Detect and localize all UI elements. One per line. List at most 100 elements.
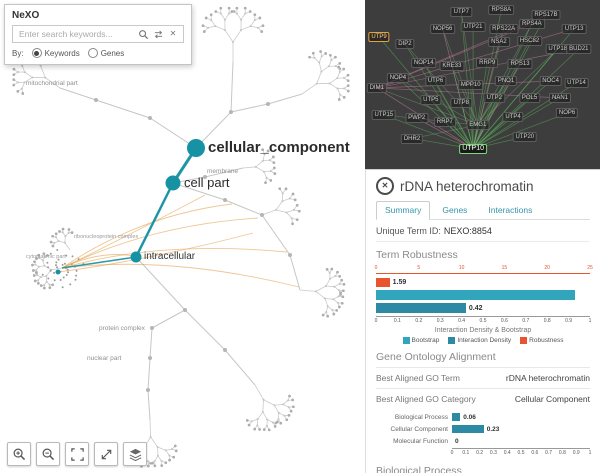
network-node-nop14[interactable]: NOP14 (410, 57, 437, 68)
radio-genes-control[interactable] (87, 48, 98, 58)
go-bar-value: 0 (455, 437, 459, 445)
axis-tick: 0.8 (543, 318, 551, 324)
interaction-density-bar (376, 303, 466, 313)
go-term-label: Best Aligned GO Term (376, 373, 460, 383)
robustness-value: 1.59 (392, 279, 407, 286)
network-node-pwp2[interactable]: PWP2 (405, 113, 429, 124)
network-node-rrp7[interactable]: RRP7 (433, 116, 456, 127)
search-panel: NeXO ✕ By: Keywords Genes (4, 4, 192, 65)
network-node-rps17b[interactable]: RPS17B (531, 10, 561, 21)
legend-interaction-density: Interaction Density (457, 337, 512, 344)
legend-bootstrap: Bootstrap (411, 337, 440, 344)
detail-tabs: Summary Genes Interactions (376, 201, 590, 220)
network-node-dhr2[interactable]: DHR2 (400, 133, 424, 144)
network-node-utp20[interactable]: UTP20 (512, 131, 538, 142)
network-node-noc4[interactable]: NOC4 (539, 76, 562, 87)
axis-tick: 20 (544, 265, 550, 271)
ontology-canvas[interactable]: cellular_component cell part intracellul… (0, 0, 365, 473)
zoom-out-button[interactable] (36, 442, 60, 466)
robustness-legend: Bootstrap Interaction Density Robustness (376, 337, 590, 344)
tab-genes[interactable]: Genes (442, 205, 468, 215)
clear-search-icon[interactable]: ✕ (169, 29, 177, 38)
network-node-utp4[interactable]: UTP4 (502, 111, 524, 122)
axis-tick: 0 (374, 265, 378, 271)
go-alignment-table: Best Aligned GO Term rDNA heterochromati… (376, 367, 590, 409)
axis-tick: 0.7 (545, 450, 553, 456)
app-title: NeXO (12, 10, 40, 21)
network-node-utp2[interactable]: UTP2 (483, 93, 505, 104)
network-node-utp6[interactable]: UTP6 (424, 76, 447, 87)
network-node-pol5[interactable]: POL5 (518, 93, 541, 104)
axis-tick: 0 (374, 318, 378, 324)
robustness-xlabel: Interaction Density & Bootstrap (434, 327, 532, 334)
zoom-in-icon (13, 448, 25, 460)
tab-summary[interactable]: Summary (376, 201, 431, 220)
radio-keywords-control[interactable] (31, 48, 42, 58)
network-node-utp10[interactable]: UTP10 (459, 143, 487, 154)
radio-keywords-label: Keywords (44, 48, 80, 58)
network-node-pno1[interactable]: PNO1 (494, 76, 518, 87)
network-node-utp21[interactable]: UTP21 (460, 22, 486, 33)
fit-selected-button[interactable] (94, 442, 118, 466)
network-node-dip2[interactable]: DIP2 (395, 38, 415, 49)
section-go-alignment: Gene Ontology Alignment (376, 351, 496, 363)
network-node-nop56[interactable]: NOP56 (429, 23, 456, 34)
layers-icon (129, 448, 141, 461)
network-node-rps22a[interactable]: RPS22A (489, 23, 519, 34)
close-icon[interactable]: ✕ (376, 177, 394, 195)
network-node-utp14[interactable]: UTP14 (564, 77, 589, 88)
axis-tick: 0.2 (476, 450, 484, 456)
radio-genes-label: Genes (100, 48, 125, 58)
network-node-hsc82[interactable]: HSC82 (516, 35, 543, 46)
network-node-mpp10[interactable]: MPP10 (457, 79, 484, 90)
network-node-utp15[interactable]: UTP15 (371, 109, 397, 120)
axis-tick: 25 (587, 265, 593, 271)
network-node-utp9[interactable]: UTP9 (368, 32, 390, 43)
axis-tick: 0.3 (489, 450, 497, 456)
axis-tick: 5 (417, 265, 421, 271)
swap-arrows-icon[interactable] (152, 28, 164, 40)
robustness-bar (376, 278, 390, 287)
axis-tick: 0.5 (517, 450, 525, 456)
network-node-utp8[interactable]: UTP8 (450, 98, 473, 109)
network-node-rps8a[interactable]: RPS8A (488, 5, 515, 16)
network-node-rps13[interactable]: RPS13 (507, 59, 533, 70)
unique-term-id-row: Unique Term ID:NEXO:8854 (376, 220, 590, 242)
zoom-in-button[interactable] (7, 442, 31, 466)
network-node-nop6[interactable]: NOP6 (555, 108, 579, 119)
axis-tick: 10 (458, 265, 465, 271)
term-detail-panel: ✕ rDNA heterochromatin Summary Genes Int… (365, 169, 600, 473)
bootstrap-bar (376, 290, 576, 300)
zoom-fit-button[interactable] (65, 442, 89, 466)
network-node-emg1[interactable]: EMG1 (466, 120, 490, 131)
axis-tick: 0 (450, 450, 454, 456)
section-biological-process: Biological Process (376, 465, 462, 473)
legend-swatch-robustness (520, 337, 528, 344)
network-node-rps4a[interactable]: RPS4A (519, 18, 545, 29)
network-node-kre33[interactable]: KRE33 (439, 60, 465, 71)
network-node-nan1[interactable]: NAN1 (549, 93, 572, 104)
search-icon[interactable] (137, 28, 149, 40)
network-node-rrp9[interactable]: RRP9 (476, 57, 499, 68)
axis-tick: 0.3 (436, 318, 444, 324)
network-node-utp7[interactable]: UTP7 (450, 6, 473, 17)
go-alignment-chart: Biological Process 0.06 Cellular Compone… (376, 412, 591, 458)
legend-swatch-interaction-density (448, 337, 456, 344)
go-bar-label: Biological Process (394, 413, 448, 421)
network-node-utp13[interactable]: UTP13 (561, 23, 587, 34)
layers-button[interactable] (123, 442, 147, 466)
network-node-bud21[interactable]: BUD21 (566, 44, 592, 54)
network-node-nop4[interactable]: NOP4 (386, 72, 410, 83)
ontology-tree-svg[interactable] (0, 0, 365, 473)
network-node-utp5[interactable]: UTP5 (420, 94, 442, 105)
radio-keywords[interactable]: Keywords (31, 48, 80, 58)
network-node-nsa2[interactable]: NSA2 (488, 37, 510, 48)
radio-genes[interactable]: Genes (87, 48, 125, 58)
network-node-dim1[interactable]: DIM1 (366, 82, 387, 93)
search-input[interactable] (17, 28, 134, 40)
tab-interactions[interactable]: Interactions (488, 205, 533, 215)
